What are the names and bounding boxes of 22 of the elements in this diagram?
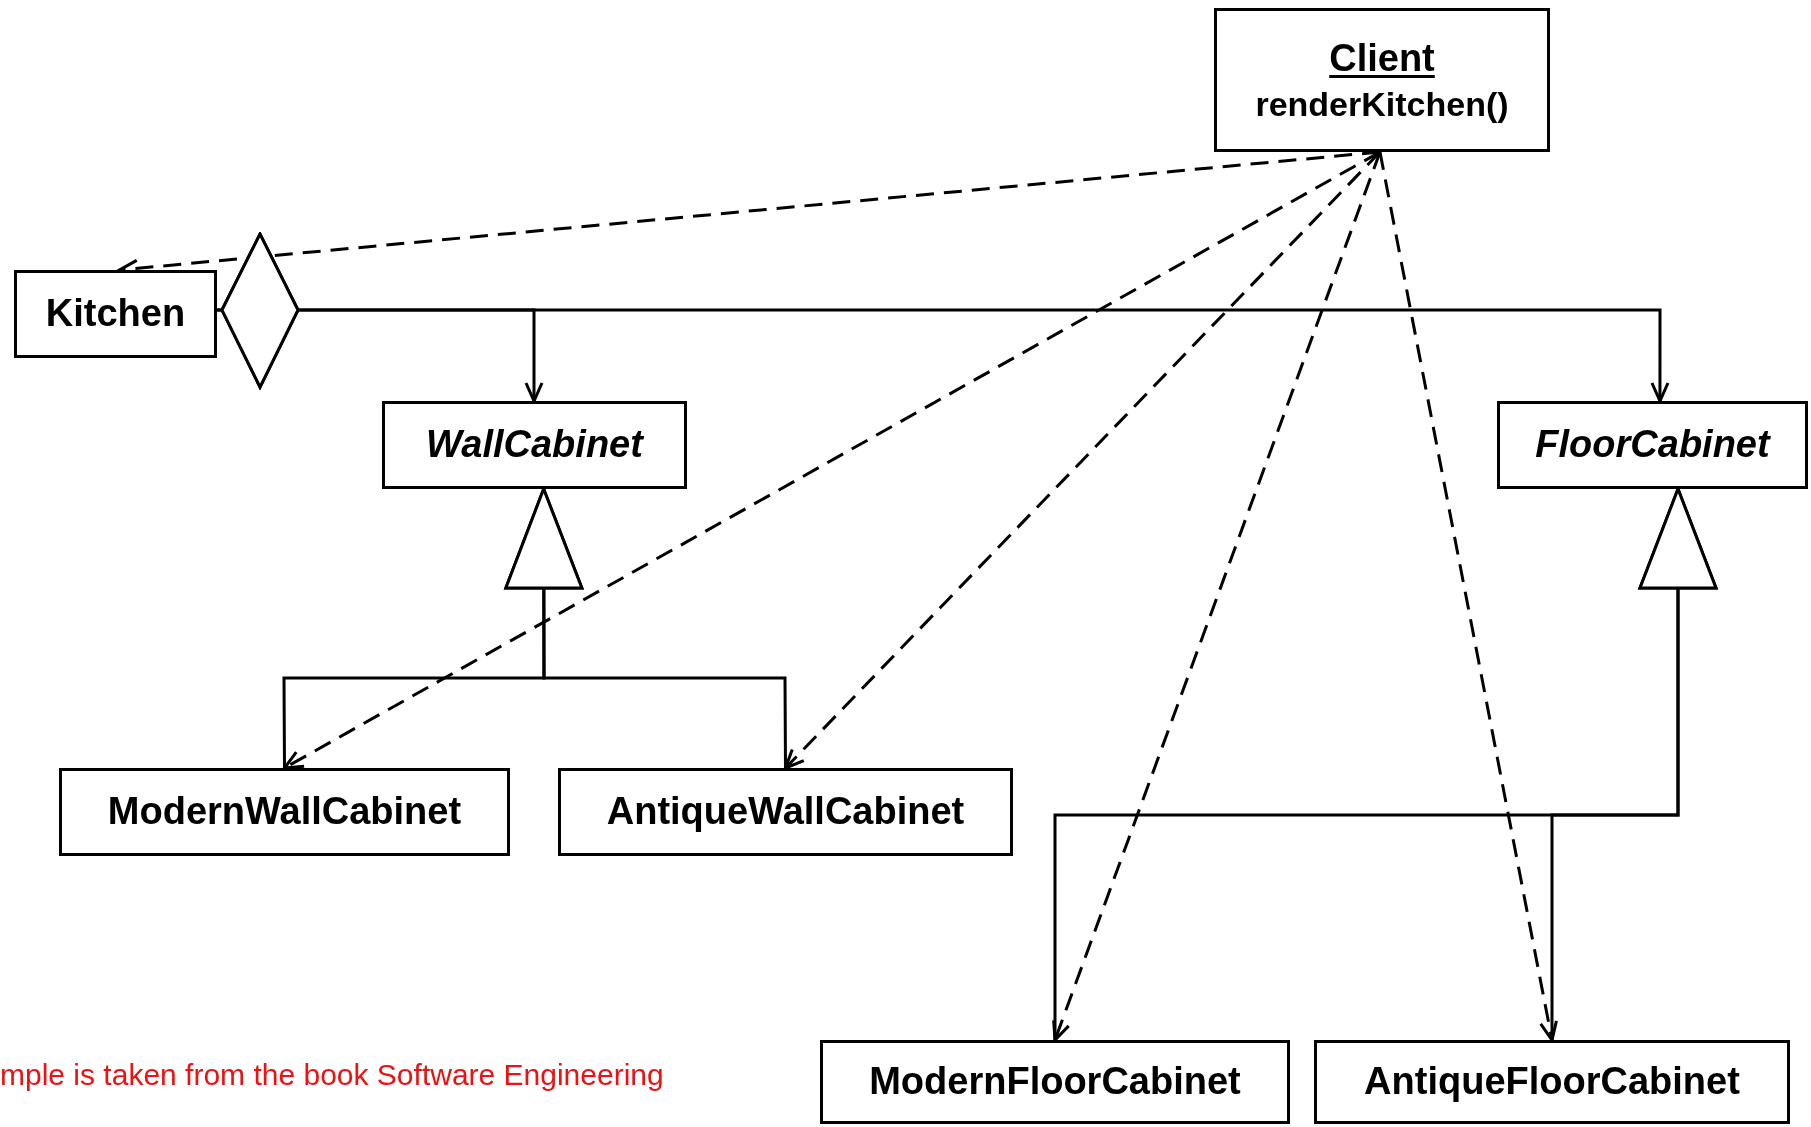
composition-arrow — [217, 232, 1670, 403]
class-name: FloorCabinet — [1535, 422, 1770, 468]
dependency-arrow — [1378, 151, 1558, 1042]
class-name: ModernFloorCabinet — [869, 1059, 1241, 1105]
class-name: WallCabinet — [426, 422, 643, 468]
generalization-arrow — [504, 487, 787, 768]
source-note: mple is taken from the book Software Engineering — [0, 1057, 664, 1093]
class-box — [1497, 401, 1808, 489]
method-name: renderKitchen() — [1255, 83, 1509, 125]
class-name: Kitchen — [45, 291, 186, 337]
class-box — [820, 1040, 1290, 1124]
class-name: AntiqueFloorCabinet — [1364, 1059, 1740, 1105]
class-box — [558, 768, 1013, 856]
class-box — [1214, 8, 1550, 152]
class-name: AntiqueWallCabinet — [606, 789, 965, 835]
class-box — [14, 270, 217, 358]
class-box — [1314, 1040, 1790, 1124]
class-box — [59, 768, 510, 856]
generalization-arrow — [1550, 487, 1718, 1040]
class-box — [382, 401, 687, 489]
class-name: ModernWallCabinet — [107, 789, 462, 835]
class-name: Client — [1329, 36, 1435, 81]
